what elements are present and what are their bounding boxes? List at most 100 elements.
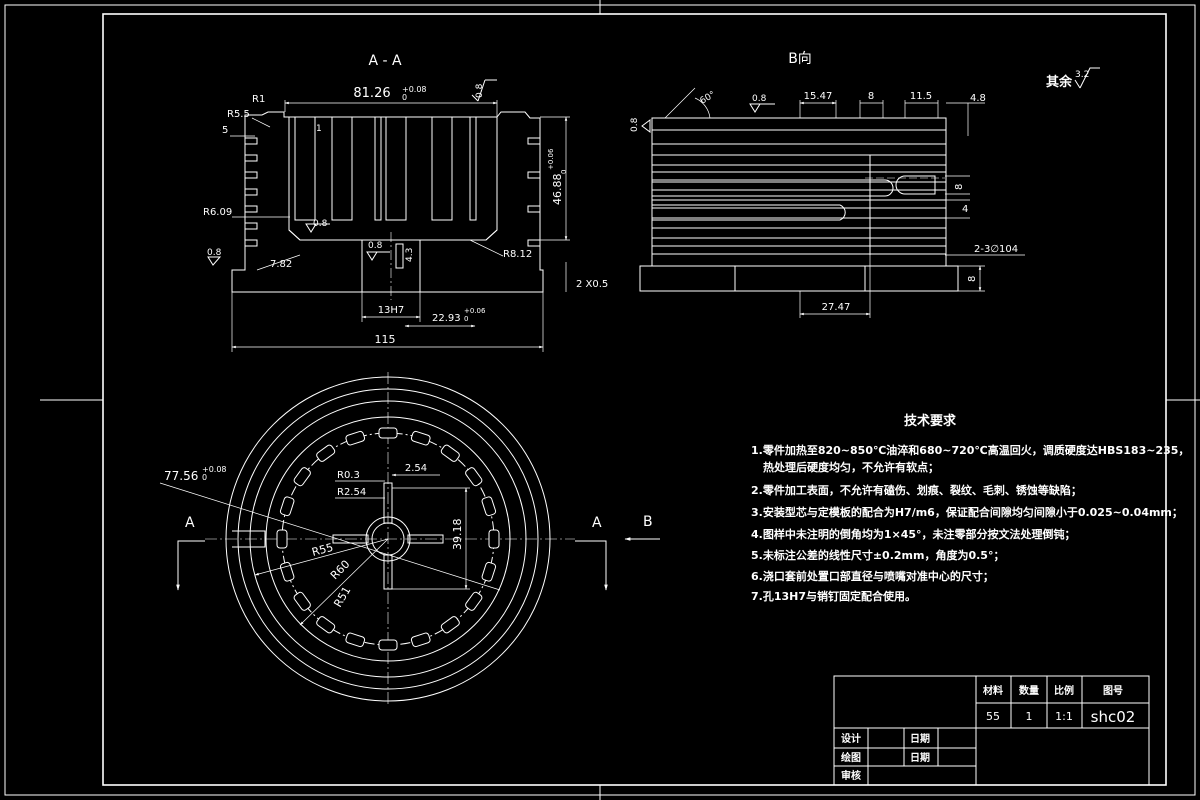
drawing-frame — [4, 0, 1200, 800]
dim-115: 115 — [375, 333, 396, 346]
plan-slot — [481, 561, 497, 582]
r2-54-label: R2.54 — [337, 487, 366, 498]
dim-8-top: 8 — [868, 91, 874, 102]
view-b-base — [639, 265, 959, 292]
tech-item: 热处理后硬度均匀，不允许有软点； — [763, 460, 939, 474]
plan-view: 77.56 +0.08 0 R0.3 R2.54 2.54 39.18 R55 … — [159, 372, 660, 706]
r6-09-label: R6.09 — [203, 207, 232, 218]
other-roughness-symbol: 3.2 — [1074, 67, 1100, 89]
plan-slot — [488, 529, 500, 549]
r0-3-label: R0.3 — [337, 470, 360, 481]
dim-27-47: 27.47 — [822, 302, 851, 313]
tb-material-label: 材料 — [983, 684, 1003, 697]
tech-item: 6.浇口套前处置口部直径与喷嘴对准中心的尺寸； — [751, 569, 994, 583]
r51-label: R51 — [331, 584, 353, 609]
dim-22-93-tol: +0.06 — [464, 307, 486, 315]
tb-date-label: 日期 — [910, 732, 930, 745]
dim-2-54: 2.54 — [405, 463, 427, 474]
dim-15-47: 15.47 — [804, 91, 833, 102]
tb-review-label: 审核 — [841, 769, 861, 782]
plan-slot — [276, 529, 288, 549]
dim-46-88: 46.88 — [551, 174, 564, 206]
roughness-b-left: 0.8 — [630, 117, 651, 133]
plan-slot — [293, 591, 311, 611]
section-aa-view: A - A — [203, 53, 608, 352]
dim-77-56-tol: +0.08 — [202, 465, 227, 474]
plan-slot — [440, 616, 460, 634]
r60-label: R60 — [328, 558, 352, 582]
tb-qty-label: 数量 — [1019, 684, 1039, 697]
view-b-title: B向 — [788, 51, 812, 67]
angle-60: 60° — [699, 90, 718, 107]
dim-4-8: 4.8 — [970, 93, 986, 104]
dim-7-82: 7.82 — [270, 259, 292, 270]
r55-label: R55 — [310, 541, 334, 559]
holes-label: 2-3∅104 — [974, 244, 1018, 255]
tech-item: 3.安装型芯与定模板的配合为H7/m6，保证配合间隙均匀间隙小于0.025~0.… — [751, 505, 1183, 519]
dim-46-88-tol0: 0 — [560, 170, 568, 174]
dim-5: 5 — [222, 125, 228, 136]
plan-slot — [316, 616, 336, 634]
roughness-b-top: 0.8 — [749, 94, 775, 113]
title-block: 材料 数量 比例 图号 55 1 1:1 shc02 设计 绘图 审核 日期 日… — [833, 675, 1150, 786]
dim-77-56: 77.56 — [164, 469, 198, 483]
svg-text:0.8: 0.8 — [630, 117, 640, 132]
plan-slot — [345, 430, 366, 446]
dim-8-right: 8 — [954, 184, 965, 190]
roughness-bottom-symbol: 0.8 — [366, 241, 390, 261]
section-a-right: A — [592, 515, 602, 531]
dim-13h7: 13H7 — [378, 305, 405, 316]
tech-item: 2.零件加工表面，不允许有磕伤、划痕、裂纹、毛刺、锈蚀等缺陷； — [751, 483, 1082, 497]
tb-drawing-no: shc02 — [1091, 708, 1136, 726]
dim-81-26-tol: +0.08 — [402, 85, 427, 94]
tech-item: 1.零件加热至820~850℃油淬和680~720℃高温回火，调质硬度达HBS1… — [751, 443, 1189, 457]
dim-11-5: 11.5 — [910, 91, 932, 102]
roughness-inner-symbol: 0.8 — [305, 219, 330, 233]
section-left-teeth — [244, 137, 541, 247]
svg-text:0.8: 0.8 — [368, 241, 383, 251]
view-b: B向 其余 3.2 0.8 60° — [630, 51, 1100, 318]
view-b-marker: B — [643, 514, 653, 530]
tb-design-label: 设计 — [841, 732, 861, 745]
tech-item: 7.孔13H7与销钉固定配合使用。 — [751, 589, 916, 603]
plan-slot — [481, 496, 497, 517]
dim-4-right: 4 — [962, 204, 968, 215]
dim-77-56-tol0: 0 — [202, 473, 207, 482]
view-b-slots — [651, 154, 947, 255]
plan-slot — [465, 591, 483, 611]
tb-date-label: 日期 — [910, 751, 930, 764]
section-a-left: A — [185, 515, 195, 531]
tech-title: 技术要求 — [904, 413, 957, 429]
svg-text:3.2: 3.2 — [1075, 70, 1089, 80]
plan-slot — [410, 632, 431, 648]
plan-slot — [410, 430, 431, 446]
dim-chamfer: 2 X0.5 — [576, 279, 608, 290]
roughness-left-symbol: 0.8 — [207, 248, 222, 266]
r1-label: R1 — [252, 94, 265, 105]
dim-81-26: 81.26 — [353, 86, 390, 101]
tb-scale: 1:1 — [1055, 710, 1073, 723]
plan-slot — [293, 467, 311, 487]
dim-22-93: 22.93 — [432, 313, 461, 324]
plan-slot — [465, 467, 483, 487]
plan-slot — [378, 427, 398, 439]
plan-slot — [279, 496, 295, 517]
dim-22-93-tol0: 0 — [464, 315, 468, 323]
tb-qty: 1 — [1026, 710, 1033, 723]
r5-5-label: R5.5 — [227, 109, 250, 120]
plan-slot — [316, 444, 336, 462]
dim-4-3: 4.3 — [405, 248, 415, 262]
dim-1: 1 — [316, 124, 322, 134]
dim-81-26-tol0: 0 — [402, 93, 407, 102]
svg-text:0.8: 0.8 — [475, 83, 485, 98]
dim-39-18: 39.18 — [451, 519, 464, 551]
tech-item: 4.图样中未注明的倒角均为1×45°，未注零部分按文法处理倒钝； — [751, 527, 1076, 541]
tb-drawing-no-label: 图号 — [1103, 685, 1123, 697]
tb-material: 55 — [986, 710, 1000, 723]
tb-draw-label: 绘图 — [841, 751, 861, 764]
plan-slots — [276, 427, 500, 651]
roughness-top-symbol: 0.8 — [471, 79, 497, 102]
tb-scale-label: 比例 — [1054, 684, 1074, 697]
tech-requirements: 技术要求 1.零件加热至820~850℃油淬和680~720℃高温回火，调质硬度… — [751, 413, 1189, 603]
